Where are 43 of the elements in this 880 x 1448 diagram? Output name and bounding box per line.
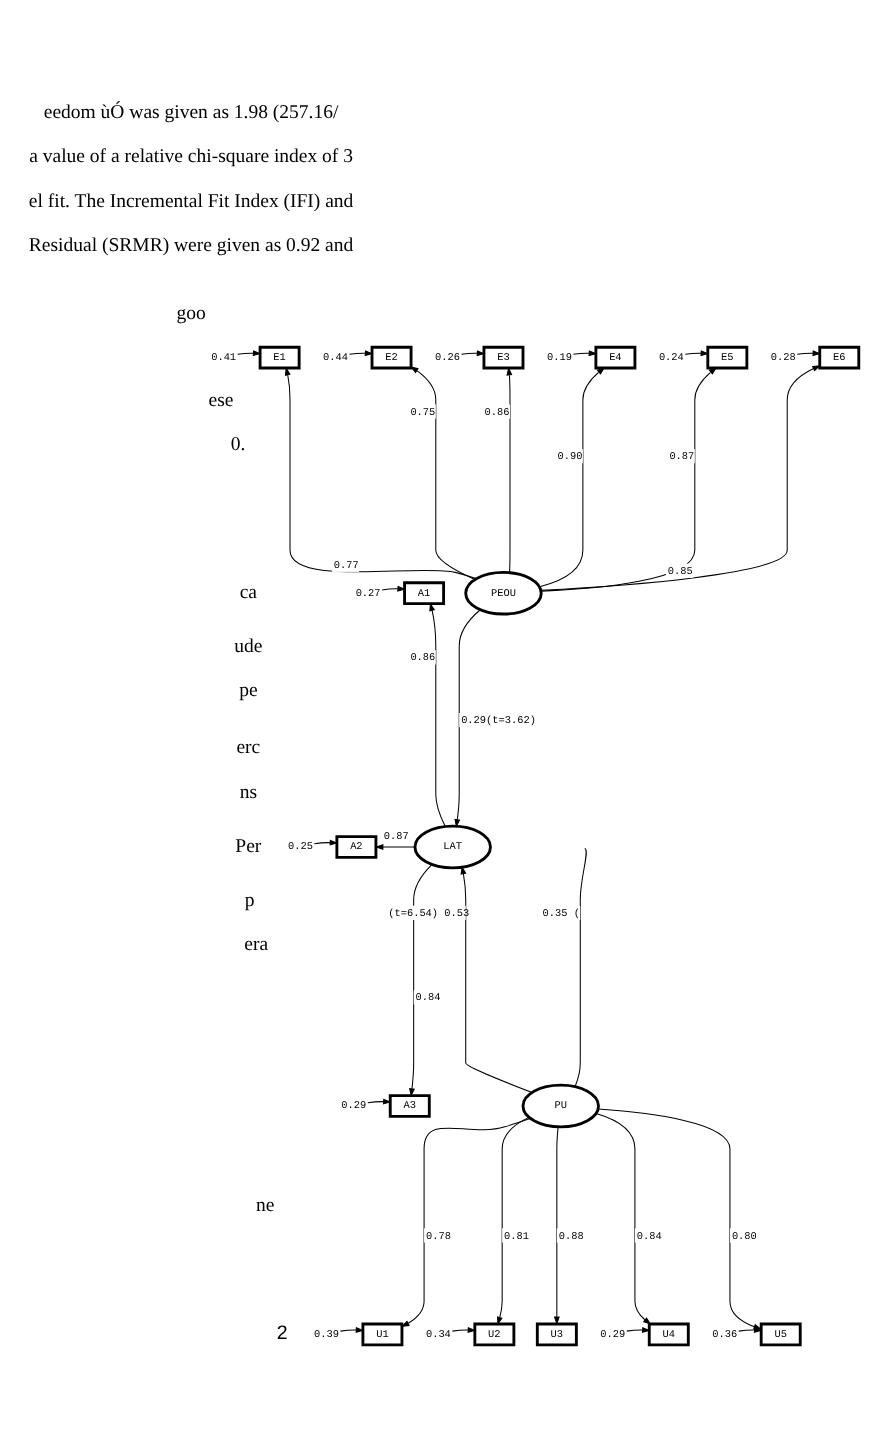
label: ca bbox=[238, 581, 257, 604]
arrow bbox=[453, 609, 480, 828]
arrow bbox=[505, 366, 512, 573]
label: era bbox=[243, 933, 268, 956]
arrow bbox=[737, 1327, 762, 1334]
label: a value of a relative chi-square index of 3 bbox=[28, 146, 352, 169]
arrow bbox=[428, 602, 445, 827]
arrow bbox=[552, 1126, 559, 1326]
connector bbox=[573, 847, 586, 1087]
arrow bbox=[373, 844, 415, 850]
label: Per bbox=[234, 835, 261, 858]
arrow bbox=[408, 864, 432, 1098]
label: el fit. The Incremental Fit Index (IFI) and bbox=[27, 190, 353, 213]
arrow bbox=[539, 367, 717, 592]
arrow bbox=[539, 365, 820, 591]
label: 0. bbox=[229, 434, 245, 457]
label: ese bbox=[207, 389, 233, 412]
label: ude bbox=[233, 635, 262, 658]
label: p bbox=[243, 889, 254, 912]
arrow bbox=[366, 1098, 391, 1105]
label: erc bbox=[235, 737, 260, 760]
arrow bbox=[283, 366, 476, 580]
arrow bbox=[460, 350, 485, 357]
arrow bbox=[625, 1327, 650, 1334]
arrow bbox=[348, 350, 373, 357]
arrow bbox=[450, 1327, 476, 1334]
arrow bbox=[338, 1327, 364, 1334]
arrow bbox=[538, 367, 605, 588]
arrow bbox=[236, 350, 261, 357]
arrow bbox=[380, 585, 405, 592]
arrow bbox=[571, 350, 597, 357]
label: goo bbox=[175, 302, 205, 325]
label: eedom ùÓ was given as 1.98 (257.16/ bbox=[42, 102, 338, 125]
label: pe bbox=[238, 680, 257, 703]
arrow bbox=[683, 350, 709, 357]
arrow bbox=[594, 1112, 651, 1325]
label: ns bbox=[238, 781, 257, 804]
arrow bbox=[312, 839, 338, 846]
label: Residual (SRMR) were given as 0.92 and bbox=[27, 234, 353, 257]
arrow bbox=[459, 865, 532, 1093]
label: ne bbox=[255, 1195, 274, 1218]
arrow bbox=[795, 350, 821, 357]
label: 2 bbox=[275, 1322, 287, 1345]
